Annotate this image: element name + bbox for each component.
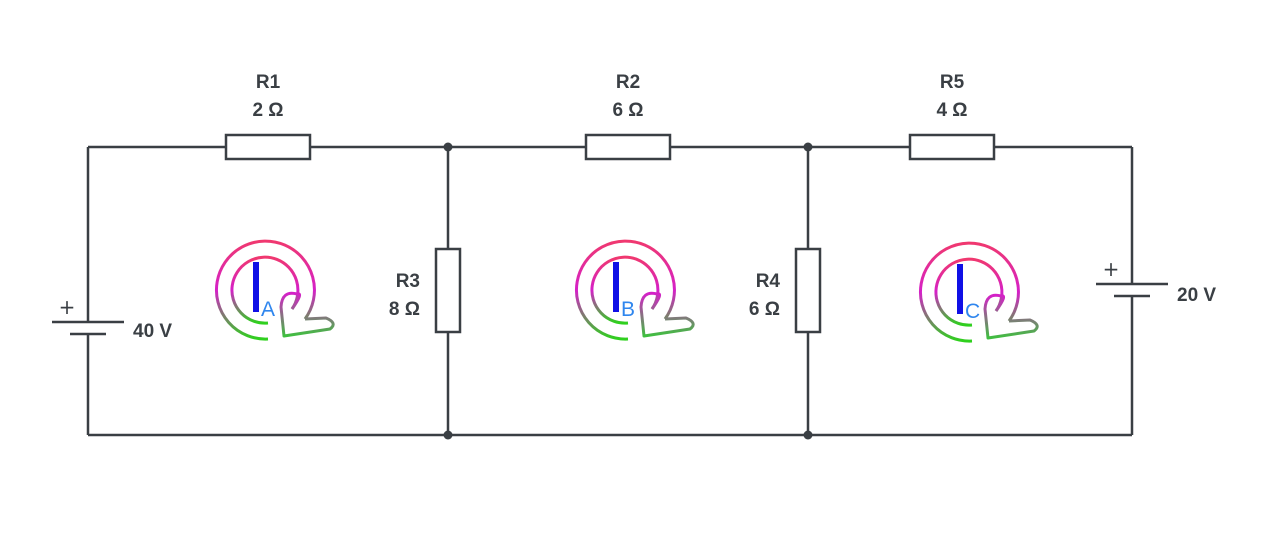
current-arrow-icon [639, 291, 695, 338]
current-symbol-bar [253, 262, 259, 312]
resistor-r1 [224, 133, 312, 161]
r2-name-label: R2 [616, 72, 640, 93]
current-arrow-icon [983, 293, 1039, 340]
resistor-r2 [584, 133, 672, 161]
current-symbol-bar [613, 262, 619, 312]
loop-current-a: A [214, 239, 335, 341]
r3-name-label: R3 [396, 271, 420, 292]
resistor-r3 [434, 247, 462, 334]
resistor-r4 [794, 247, 822, 334]
loop-b-subscript: B [621, 298, 635, 321]
junction-node [443, 430, 453, 440]
wires [86, 145, 1134, 437]
source-20v-plus-sign: + [1103, 257, 1120, 281]
loop-current-b: B [574, 239, 695, 341]
r4-value-label: 6 Ω [749, 299, 780, 320]
voltage-source-20v [1096, 282, 1168, 298]
loop-c-subscript: C [965, 300, 980, 323]
r3-value-label: 8 Ω [389, 299, 420, 320]
junction-node [803, 142, 813, 152]
source-40v-label: 40 V [133, 321, 172, 342]
loop-current-c: C [918, 241, 1039, 343]
current-arrow-icon [279, 291, 335, 338]
junction-node [443, 142, 453, 152]
r4-name-label: R4 [756, 271, 781, 292]
r5-value-label: 4 Ω [936, 100, 967, 121]
source-40v-plus-sign: + [59, 295, 76, 319]
r5-name-label: R5 [940, 72, 965, 93]
r1-name-label: R1 [256, 72, 281, 93]
loop-a-subscript: A [261, 298, 275, 321]
resistor-r5 [908, 133, 996, 161]
r2-value-label: 6 Ω [612, 100, 643, 121]
r1-value-label: 2 Ω [252, 100, 283, 121]
voltage-source-40v [52, 320, 124, 336]
source-20v-label: 20 V [1177, 285, 1216, 306]
junction-node [803, 430, 813, 440]
current-symbol-bar [957, 264, 963, 314]
